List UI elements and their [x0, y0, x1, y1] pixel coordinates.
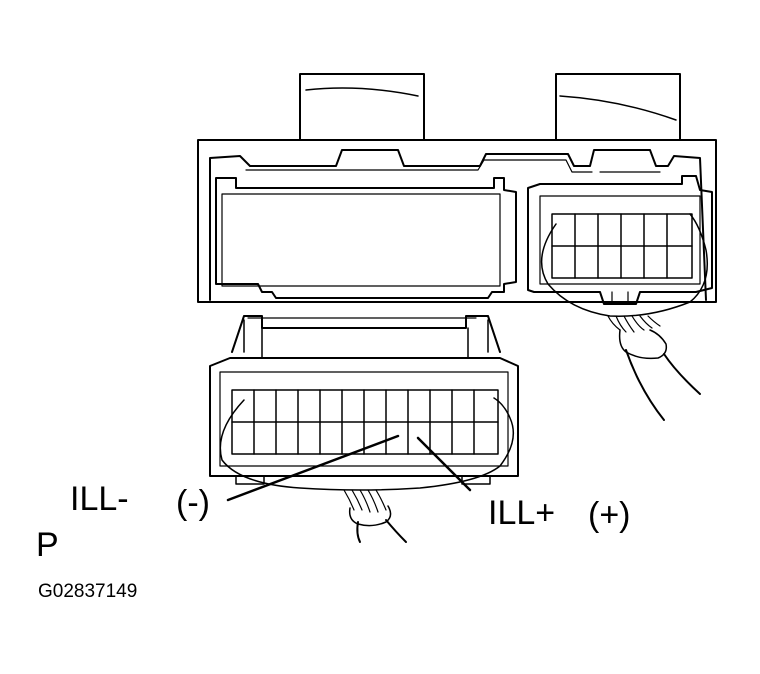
lower-terminal-grid: [231, 389, 499, 455]
ill-minus-sign-label: (-): [176, 484, 210, 522]
lower-connector-latch: [231, 315, 501, 359]
ill-plus-leader: [416, 436, 472, 492]
upper-connector-housing: [197, 73, 717, 303]
ill-plus-sign-label: (+): [588, 496, 631, 534]
small-terminal-grid: [551, 213, 693, 279]
large-cavity: [215, 177, 517, 299]
p-label: P: [36, 526, 59, 564]
upper-wire-harness: [540, 213, 708, 421]
ill-minus-label: ILL-: [70, 480, 129, 518]
ill-minus-leader: [226, 434, 400, 502]
figure-code: G02837149: [38, 581, 138, 602]
small-cavity: [527, 175, 713, 305]
leader-lines: [226, 434, 472, 502]
lower-connector-housing: [209, 357, 519, 485]
lower-wire-harness: [219, 397, 515, 543]
ill-plus-label: ILL+: [488, 494, 556, 532]
